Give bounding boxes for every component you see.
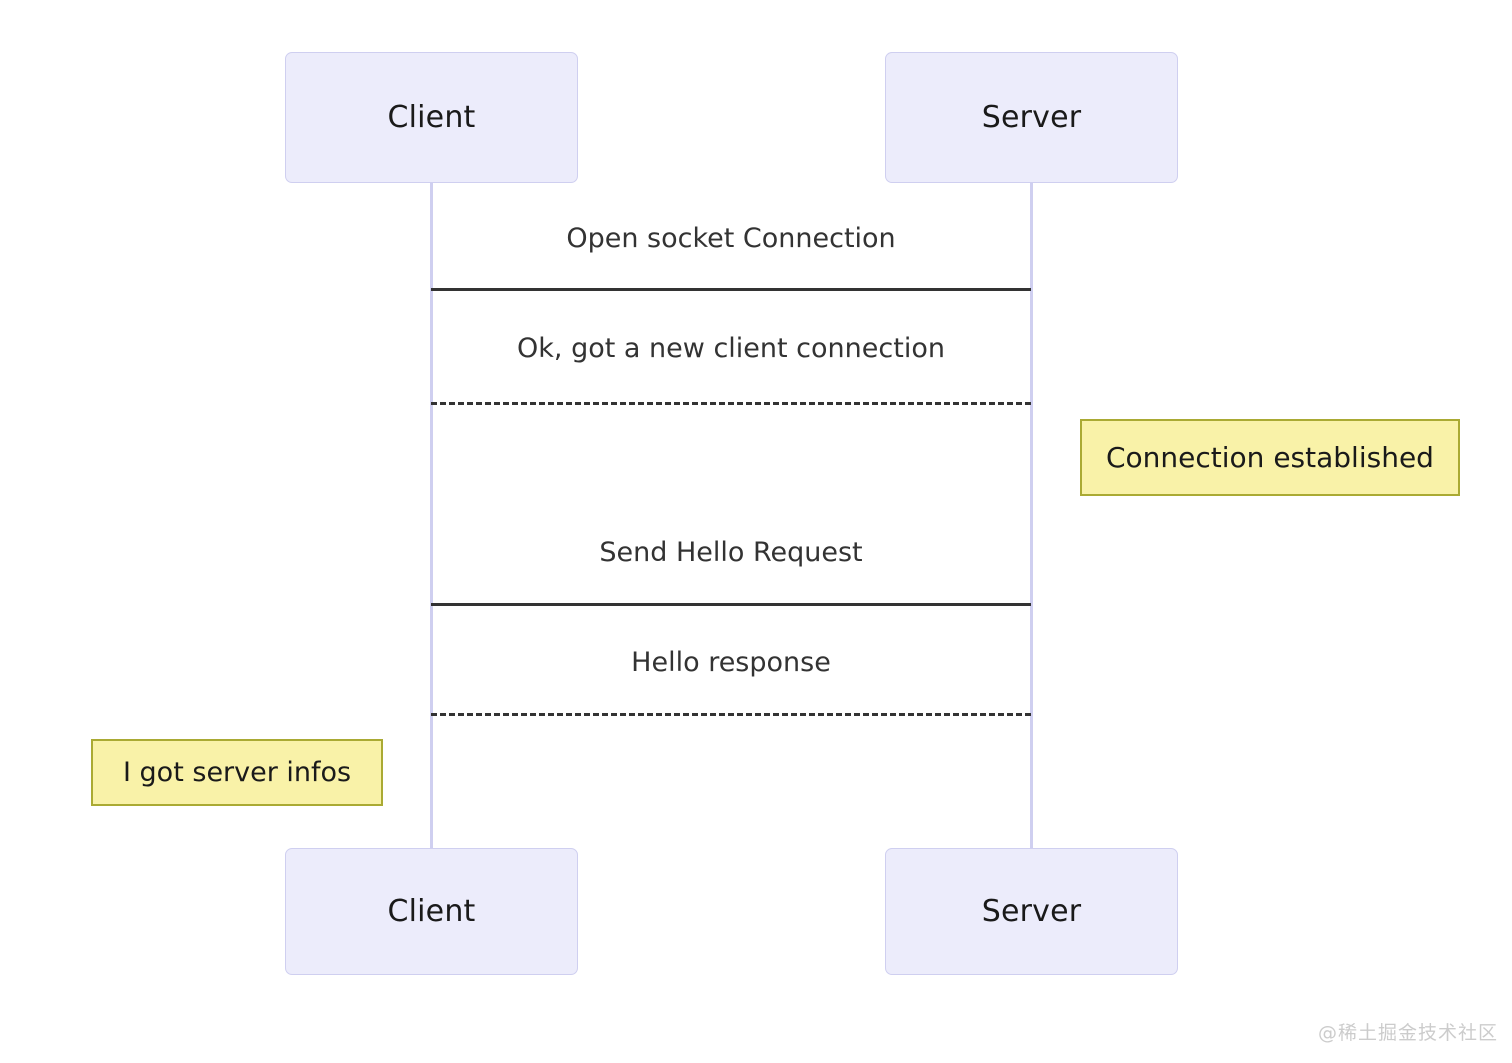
message-line-4-dashed xyxy=(431,713,1031,716)
participant-box-server-bottom[interactable]: Server xyxy=(885,848,1178,975)
participant-box-client-top[interactable]: Client xyxy=(285,52,578,183)
note-got-server-infos[interactable]: I got server infos xyxy=(91,739,383,806)
message-label-4: Hello response xyxy=(631,647,831,678)
participant-box-client-bottom[interactable]: Client xyxy=(285,848,578,975)
note-connection-established[interactable]: Connection established xyxy=(1080,419,1460,496)
participant-label-client-bottom: Client xyxy=(387,894,476,929)
message-line-1-solid xyxy=(431,288,1031,291)
lifeline-server xyxy=(1030,183,1033,849)
watermark-text: @稀土掘金技术社区 xyxy=(1318,1022,1499,1044)
message-label-1: Open socket Connection xyxy=(566,223,896,254)
participant-label-client-top: Client xyxy=(387,100,476,135)
message-line-2-dashed xyxy=(431,402,1031,405)
participant-label-server-top: Server xyxy=(981,100,1082,135)
note-text-connection-established: Connection established xyxy=(1106,441,1434,474)
message-line-3-solid xyxy=(431,603,1031,606)
participant-label-server-bottom: Server xyxy=(981,894,1082,929)
message-label-3: Send Hello Request xyxy=(599,537,863,568)
note-text-got-server-infos: I got server infos xyxy=(123,757,352,788)
lifeline-client xyxy=(430,183,433,849)
participant-box-server-top[interactable]: Server xyxy=(885,52,1178,183)
message-label-2: Ok, got a new client connection xyxy=(517,333,945,364)
